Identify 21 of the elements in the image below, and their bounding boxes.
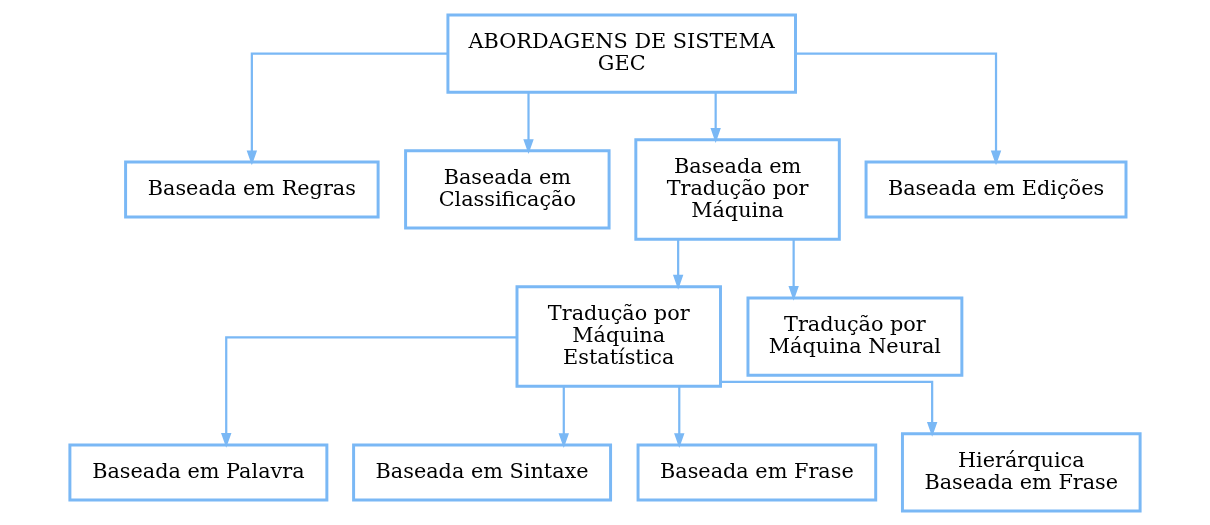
arrow bbox=[720, 380, 938, 437]
node-box: Baseada em Tradução por Máquina bbox=[634, 137, 841, 241]
arrow bbox=[523, 92, 534, 154]
node-box: Baseada em Edições bbox=[864, 160, 1128, 218]
arrow bbox=[674, 385, 685, 448]
node-box: Tradução por Máquina Estatística bbox=[515, 284, 722, 388]
node-box: Hierárquica Baseada em Frase bbox=[900, 431, 1142, 513]
arrow bbox=[558, 385, 569, 448]
node-box: Baseada em Palavra bbox=[68, 442, 329, 501]
node-box: Tradução por Máquina Neural bbox=[746, 295, 964, 377]
arrow bbox=[795, 51, 1002, 165]
arrow bbox=[788, 238, 799, 301]
arrow bbox=[221, 335, 517, 448]
arrow bbox=[710, 92, 721, 143]
node-box: Baseada em Regras bbox=[124, 160, 380, 218]
node-box: Baseada em Sintaxe bbox=[352, 442, 613, 501]
node-box: Baseada em Classificação bbox=[404, 148, 611, 230]
node-box: Baseada em Frase bbox=[636, 442, 878, 501]
arrow bbox=[672, 238, 684, 290]
arrow bbox=[246, 51, 448, 165]
node-box: ABORDAGENS DE SISTEMA GEC bbox=[446, 12, 797, 94]
